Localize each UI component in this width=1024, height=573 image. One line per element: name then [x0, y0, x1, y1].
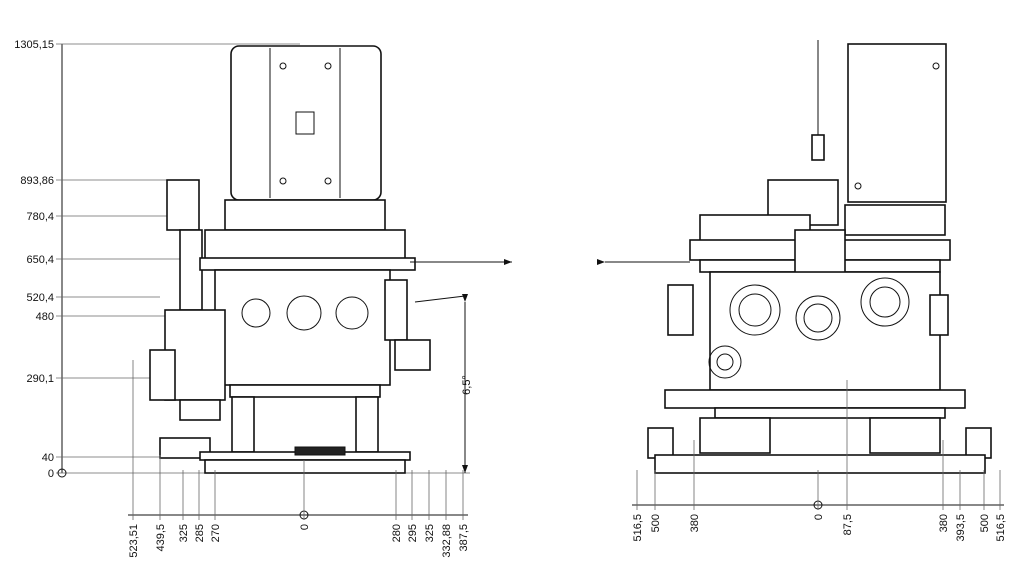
- compressor-body: [214, 269, 391, 386]
- dim-label: 387,5: [458, 524, 470, 552]
- dim-label: 500: [650, 514, 662, 532]
- dim-label: 520,4: [26, 292, 54, 304]
- valve-block: [166, 179, 200, 231]
- dim-label: 380: [938, 514, 950, 532]
- dim-label: 893,86: [20, 175, 54, 187]
- dim-label: 270: [210, 524, 222, 542]
- dim-label: 780,4: [26, 211, 54, 223]
- dim-label: 325: [178, 524, 190, 542]
- dim-label: 0: [48, 468, 54, 480]
- dim-label: 650,4: [26, 254, 54, 266]
- front-view: 1305,15 893,86 780,4 650,4 520,4 480 290…: [14, 39, 512, 558]
- dim-label: 516,5: [995, 514, 1007, 542]
- dim-label: 332,88: [441, 524, 453, 558]
- dim-label: 0: [813, 514, 825, 520]
- dim-label: 0: [299, 524, 311, 530]
- origin-symbol: [57, 468, 67, 478]
- dim-label: 285: [194, 524, 206, 542]
- dim-label: 523,51: [128, 524, 140, 558]
- motor-housing: [847, 43, 947, 203]
- dim-label: 325: [424, 524, 436, 542]
- width-ext-lines: [636, 380, 1001, 510]
- dim-label: 87,5: [842, 514, 854, 535]
- dim-label: 516,5: [632, 514, 644, 542]
- width-dim-labels: 516,5 500 380 0 87,5 380 393,5 500 516,5: [632, 514, 1007, 542]
- height-dim-labels: 1305,15 893,86 780,4 650,4 520,4 480 290…: [14, 39, 54, 480]
- front-machine: [149, 45, 431, 474]
- dim-label: 380: [689, 514, 701, 532]
- angle-label: 6,5°: [461, 375, 473, 395]
- dim-label: 290,1: [26, 373, 54, 385]
- width-dim-labels: 523,51 439,5 325 285 270 0 280 295 325 3…: [128, 524, 470, 558]
- motor-housing: [230, 45, 382, 201]
- dim-label: 40: [42, 452, 54, 464]
- dim-label: 439,5: [155, 524, 167, 552]
- dim-label: 480: [36, 311, 54, 323]
- dim-label: 1305,15: [14, 39, 54, 51]
- dim-label: 280: [391, 524, 403, 542]
- width-ext-lines: [132, 360, 464, 520]
- side-machine: [647, 40, 992, 474]
- side-view: 516,5 500 380 0 87,5 380 393,5 500 516,5: [597, 40, 1007, 542]
- dim-label: 500: [979, 514, 991, 532]
- dim-label: 295: [407, 524, 419, 542]
- dim-label: 393,5: [955, 514, 967, 542]
